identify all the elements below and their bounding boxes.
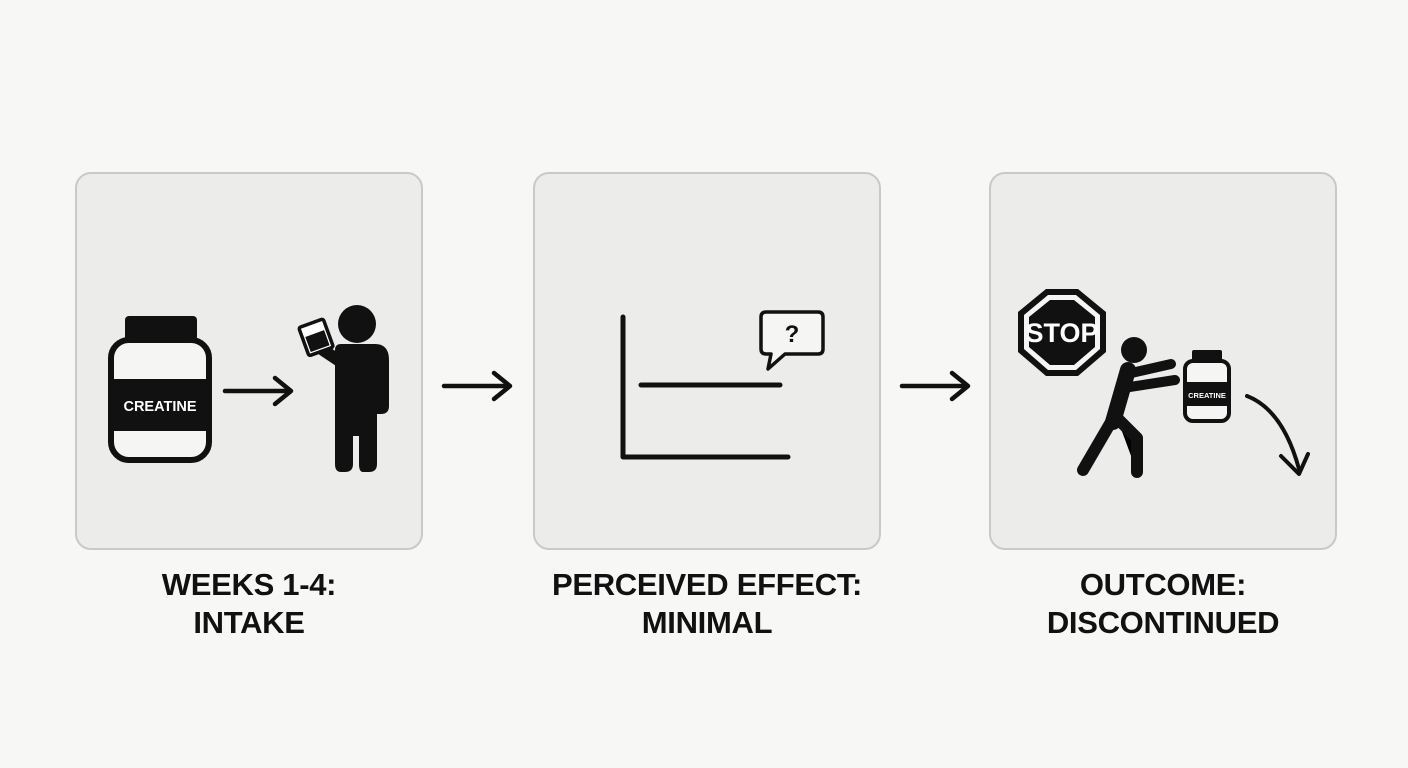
person-drinking-icon bbox=[297, 305, 389, 472]
bottle-label: CREATINE bbox=[1188, 391, 1226, 400]
step-caption-perceived-effect: PERCEIVED EFFECT: MINIMAL bbox=[527, 566, 887, 642]
creatine-jar-icon: CREATINE bbox=[108, 316, 212, 463]
question-mark: ? bbox=[785, 321, 800, 348]
step-subtitle: DISCONTINUED bbox=[1046, 605, 1280, 640]
arrow-right-icon bbox=[441, 370, 513, 402]
stop-text: STOP bbox=[1025, 318, 1098, 348]
step-panel-outcome: STOP CREATINE bbox=[989, 172, 1337, 550]
stop-sign-icon: STOP bbox=[1018, 289, 1106, 376]
intake-illustration: CREATINE bbox=[108, 305, 389, 472]
jar-label: CREATINE bbox=[123, 399, 196, 415]
step-subtitle: MINIMAL bbox=[641, 605, 773, 640]
curved-down-arrow-icon bbox=[1245, 394, 1310, 476]
step-title: WEEKS 1-4: bbox=[161, 567, 337, 602]
arrow-right-icon bbox=[899, 370, 971, 402]
step-caption-outcome: OUTCOME: DISCONTINUED bbox=[983, 566, 1343, 642]
question-speech-bubble-icon: ? bbox=[759, 310, 825, 371]
outcome-illustration: STOP CREATINE bbox=[1018, 289, 1310, 478]
arrow-right-icon bbox=[222, 375, 294, 407]
step-title: OUTCOME: bbox=[1079, 567, 1247, 602]
step-panel-perceived-effect: ? bbox=[533, 172, 881, 550]
step-title: PERCEIVED EFFECT: bbox=[551, 567, 863, 602]
step-caption-intake: WEEKS 1-4: INTAKE bbox=[69, 566, 429, 642]
step-panel-intake: CREATINE bbox=[75, 172, 423, 550]
creatine-bottle-icon: CREATINE bbox=[1183, 350, 1231, 423]
person-pushing-away-icon bbox=[1077, 337, 1180, 478]
flat-line-chart-icon bbox=[620, 314, 791, 460]
effect-illustration: ? bbox=[620, 310, 825, 460]
step-subtitle: INTAKE bbox=[193, 605, 305, 640]
